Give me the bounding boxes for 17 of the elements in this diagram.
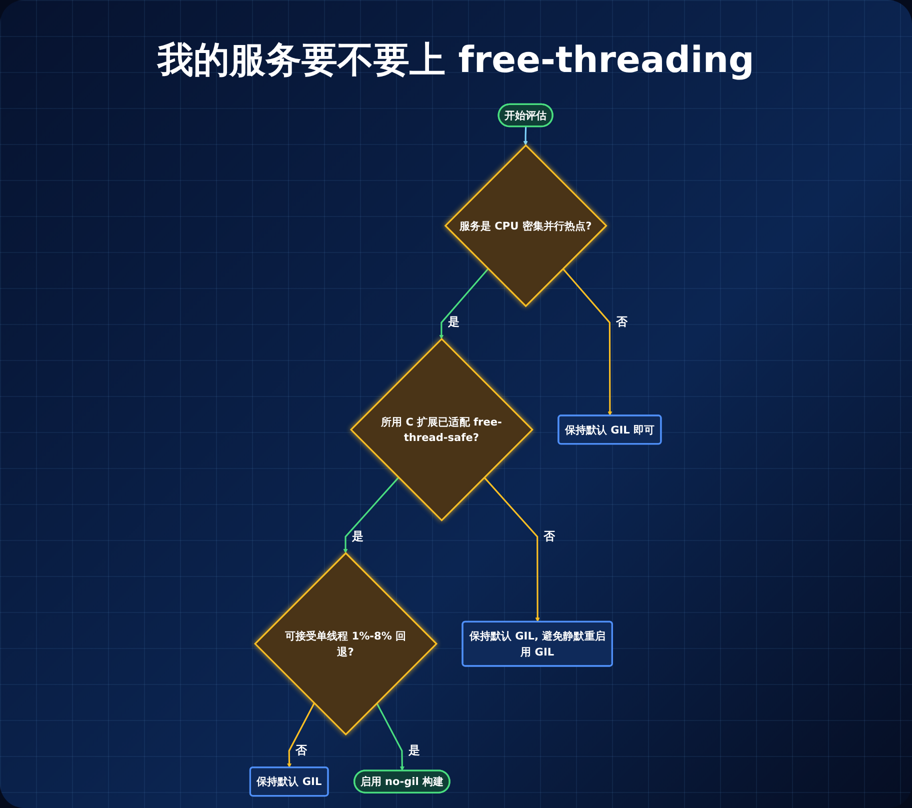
title: 我的服务要不要上 free-threading: [158, 39, 754, 83]
edge-label: 否: [296, 744, 308, 758]
edge-label: 是: [352, 530, 364, 543]
edge-label: 否: [544, 530, 556, 543]
arrow: [562, 268, 613, 416]
arrow: [287, 702, 316, 768]
arrow: [524, 126, 528, 146]
arrow: [344, 476, 400, 554]
node-diamond: [444, 144, 608, 308]
edge-label: 否: [616, 316, 628, 329]
arrow: [376, 702, 405, 771]
node-diamond: [254, 552, 438, 736]
arrow: [440, 268, 490, 340]
arrow: [484, 476, 540, 622]
node-diamond: [350, 338, 534, 522]
edge-label: 是: [408, 744, 420, 758]
edge-label: 是: [448, 316, 460, 329]
